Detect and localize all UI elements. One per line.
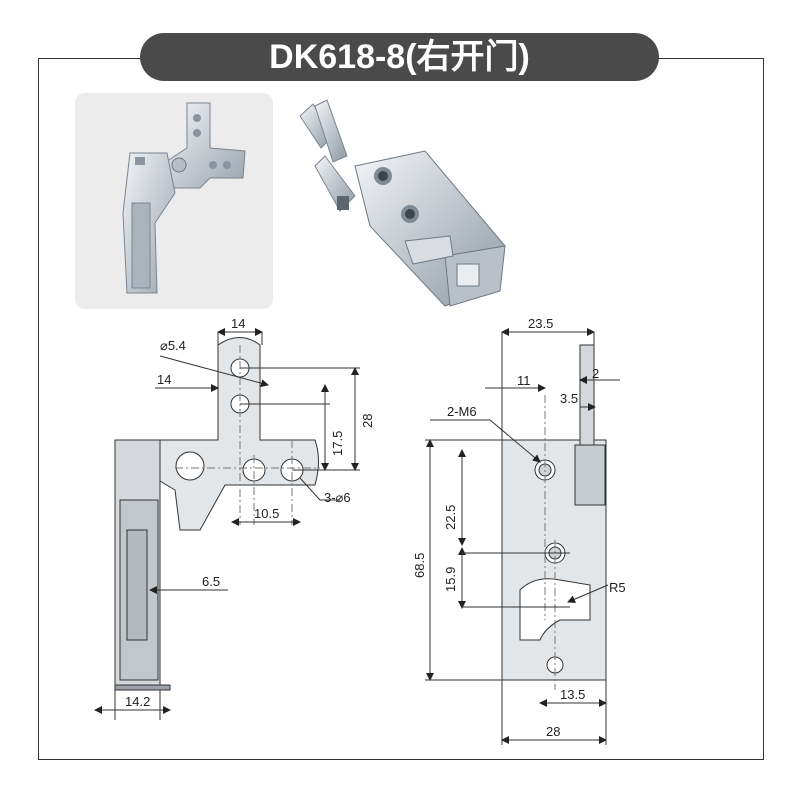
dim-width-28: 28	[546, 724, 560, 739]
latch-open-image	[299, 99, 506, 307]
dim-left-offset: 14	[157, 372, 171, 387]
product-title: DK618-8(右开门)	[140, 33, 659, 81]
dim-top-23-5: 23.5	[528, 316, 553, 331]
dim-bottom-14-2: 14.2	[125, 694, 150, 709]
right-view	[425, 328, 620, 745]
dim-top-width: 14	[231, 316, 245, 331]
dim-thread: 2-M6	[447, 404, 477, 419]
left-view	[94, 328, 360, 720]
latch-folded-image	[122, 102, 246, 294]
dim-vert-22-5: 22.5	[443, 505, 458, 530]
dim-radius: R5	[609, 580, 626, 595]
dim-vert-28: 28	[360, 414, 375, 428]
dim-vert-17-5: 17.5	[330, 431, 345, 456]
dim-holes-3: 3-⌀6	[324, 490, 351, 505]
dim-11: 11	[517, 373, 531, 388]
dim-spacing-10-5: 10.5	[254, 506, 279, 521]
product-photo-open	[285, 96, 525, 320]
product-photo-folded	[75, 93, 273, 309]
dim-2: 2	[592, 366, 599, 381]
dim-height-68-5: 68.5	[412, 553, 427, 578]
dim-3-5: 3.5	[560, 391, 578, 406]
dim-vert-15-9: 15.9	[443, 567, 458, 592]
left-plate-upper	[149, 337, 319, 531]
dim-hole-top: ⌀5.4	[160, 338, 186, 353]
dim-13-5: 13.5	[560, 687, 585, 702]
dim-6-5: 6.5	[202, 574, 220, 589]
